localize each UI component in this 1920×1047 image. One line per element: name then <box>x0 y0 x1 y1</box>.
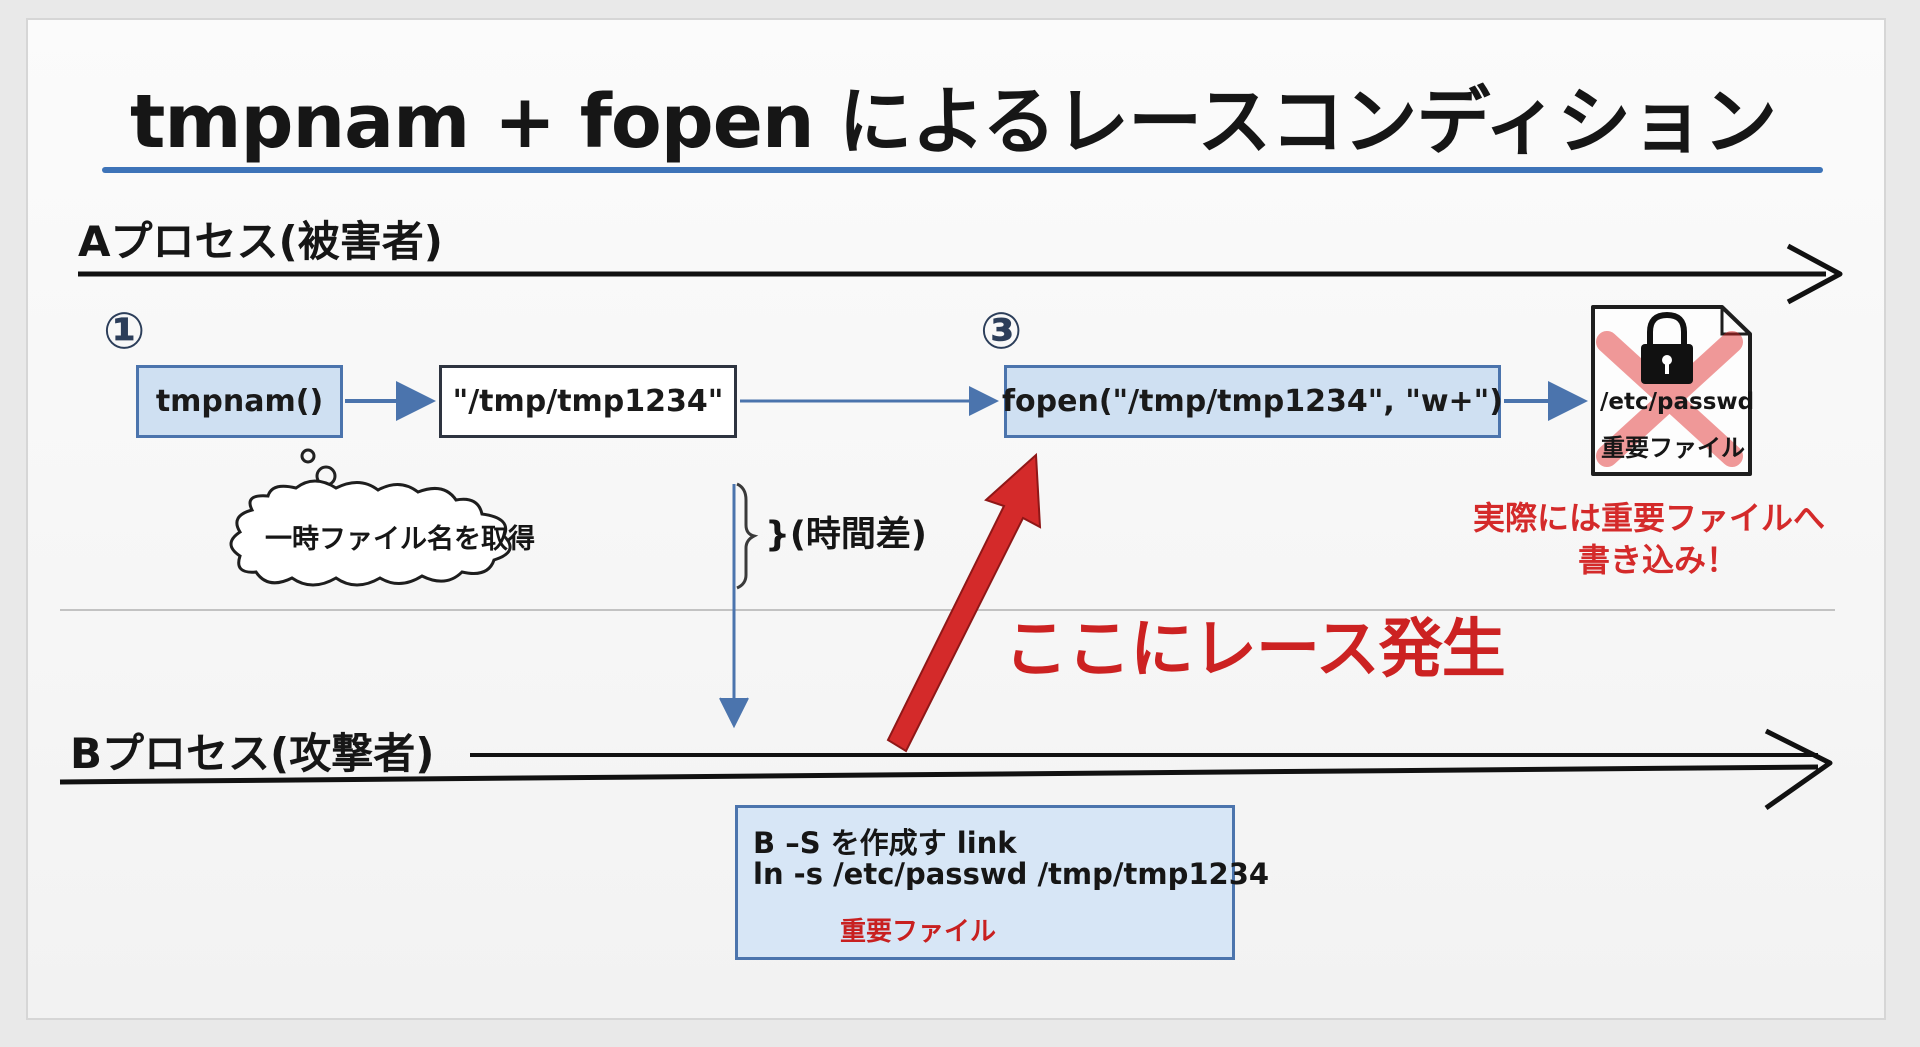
file-caption: 重要ファイル <box>1601 434 1745 462</box>
attack-description: B –S を作成す link <box>753 826 1017 860</box>
thought-cloud-text: 一時ファイル名を取得 <box>265 524 535 555</box>
thought-cloud <box>229 479 512 587</box>
important-file-label: 重要ファイル <box>840 917 997 947</box>
lane-a-label: Aプロセス(被害者) <box>78 217 443 266</box>
lane-a-arrowhead <box>1786 243 1843 305</box>
cross-icon <box>1596 331 1743 467</box>
race-arrow <box>886 452 1042 753</box>
step-one-marker: ① <box>103 302 146 360</box>
attack-command: ln -s /etc/passwd /tmp/tmp1234 <box>753 857 1270 891</box>
file-path-label: /etc/passwd <box>1600 389 1755 415</box>
lock-icon <box>1641 311 1693 384</box>
attack-command-box <box>735 805 1235 960</box>
thought-dot-small <box>300 448 316 464</box>
time-difference-label: }(時間差) <box>765 515 927 555</box>
lane-b-timeline <box>59 764 1819 785</box>
page-title: tmpnam + fopen によるレースコンディション <box>130 79 1777 165</box>
tmpnam-box: tmpnam() <box>136 365 343 438</box>
race-label: ここにレース発生 <box>1004 613 1506 687</box>
time-bracket <box>736 482 759 590</box>
real-write-line-2: 書き込み！ <box>1578 541 1739 579</box>
step-three-marker: ③ <box>980 302 1023 360</box>
lane-b-label: Bプロセス(攻撃者) <box>70 729 435 778</box>
real-write-line-1: 実際には重要ファイルへ <box>1473 499 1826 537</box>
time-arrowhead <box>719 697 749 729</box>
document-icon <box>1591 305 1752 476</box>
fopen-box: fopen("/tmp/tmp1234", "w+") <box>1002 365 1503 438</box>
lane-b-arrowhead <box>1764 728 1833 811</box>
tmp-path-box: "/tmp/tmp1234" <box>439 365 737 438</box>
